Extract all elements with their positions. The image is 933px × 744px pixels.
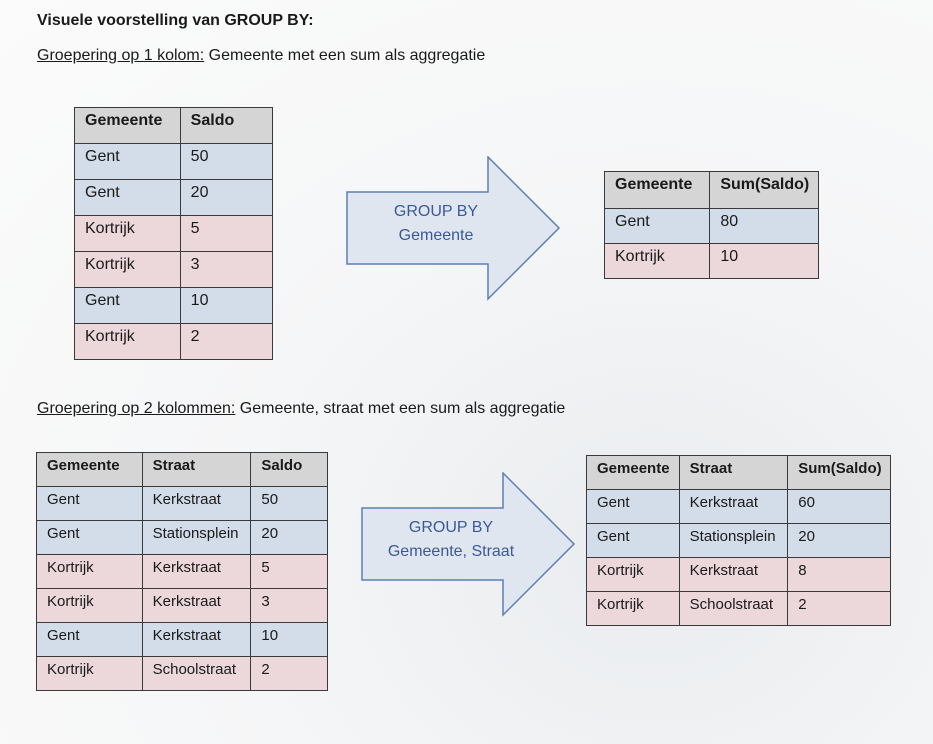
section2-heading-rest: Gemeente, straat met een sum als aggrega… (235, 400, 566, 417)
section2-arrow-label: GROUP BY Gemeente, Straat (365, 516, 537, 564)
column-header: Sum(Saldo) (709, 171, 819, 209)
table-cell: 50 (250, 486, 328, 521)
table-cell: 10 (179, 287, 274, 324)
column-header: Gemeente (603, 171, 711, 209)
table-cell: 50 (179, 143, 274, 180)
table-cell: Stationsplein (141, 520, 252, 555)
section1-arrow-label-line1: GROUP BY (393, 203, 479, 220)
table-cell: 2 (250, 656, 328, 691)
table-cell: 80 (709, 208, 819, 244)
table-cell: 3 (250, 588, 328, 623)
table-cell: Gent (74, 143, 181, 180)
section1-heading-underlined: Groepering op 1 kolom: (37, 47, 205, 64)
table-cell: Kortrijk (586, 591, 680, 626)
column-header: Straat (141, 452, 252, 487)
table-cell: Kortrijk (74, 251, 181, 288)
table-cell: Kortrijk (603, 243, 711, 279)
page-title: Visuele voorstelling van GROUP BY: (37, 12, 314, 29)
table-cell: Kerkstraat (141, 486, 252, 521)
column-header: Straat (678, 455, 789, 490)
table-cell: Gent (586, 489, 680, 524)
table-cell: Kerkstraat (141, 622, 252, 657)
table-cell: Kortrijk (36, 588, 143, 623)
table-cell: 8 (787, 557, 891, 592)
table-cell: Kerkstraat (678, 489, 789, 524)
column-header: Gemeente (36, 452, 143, 487)
column-header: Saldo (179, 107, 274, 144)
section1-arrow-label: GROUP BY Gemeente (350, 200, 522, 248)
section1-arrow-label-line2: Gemeente (398, 227, 474, 244)
table-cell: 2 (787, 591, 891, 626)
table-cell: Gent (74, 287, 181, 324)
table-cell: 2 (179, 323, 274, 360)
table-cell: Gent (74, 179, 181, 216)
column-header: Saldo (250, 452, 328, 487)
table-cell: 20 (250, 520, 328, 555)
table-cell: 5 (179, 215, 274, 252)
section2-heading-underlined: Groepering op 2 kolommen: (37, 400, 236, 417)
table-cell: Kerkstraat (678, 557, 789, 592)
section2-heading: Groepering op 2 kolommen: Gemeente, stra… (37, 400, 565, 418)
column-header: Gemeente (74, 107, 181, 144)
table-cell: 20 (787, 523, 891, 558)
table-cell: Kortrijk (74, 215, 181, 252)
table-cell: Gent (36, 622, 143, 657)
table-cell: 10 (709, 243, 819, 279)
section2-arrow (361, 472, 576, 617)
table-cell: 3 (179, 251, 274, 288)
table-cell: Stationsplein (678, 523, 789, 558)
table-cell: Kortrijk (36, 554, 143, 589)
section1-heading: Groepering op 1 kolom: Gemeente met een … (37, 47, 485, 65)
table-cell: Gent (36, 520, 143, 555)
table-cell: Kerkstraat (141, 554, 252, 589)
table-cell: Kerkstraat (141, 588, 252, 623)
table-cell: 60 (787, 489, 891, 524)
table-cell: 20 (179, 179, 274, 216)
table-cell: Gent (603, 208, 711, 244)
table-cell: Kortrijk (586, 557, 680, 592)
table-cell: Kortrijk (74, 323, 181, 360)
table-cell: 10 (250, 622, 328, 657)
column-header: Sum(Saldo) (787, 455, 891, 490)
section1-heading-rest: Gemeente met een sum als aggregatie (204, 47, 486, 64)
table-cell: Schoolstraat (678, 591, 789, 626)
section2-arrow-label-line2: Gemeente, Straat (387, 543, 515, 560)
table-cell: Schoolstraat (141, 656, 252, 691)
table-cell: Gent (586, 523, 680, 558)
section2-arrow-label-line1: GROUP BY (408, 519, 494, 536)
column-header: Gemeente (586, 455, 680, 490)
table-cell: Kortrijk (36, 656, 143, 691)
table-cell: 5 (250, 554, 328, 589)
table-cell: Gent (36, 486, 143, 521)
section1-arrow (346, 156, 561, 301)
